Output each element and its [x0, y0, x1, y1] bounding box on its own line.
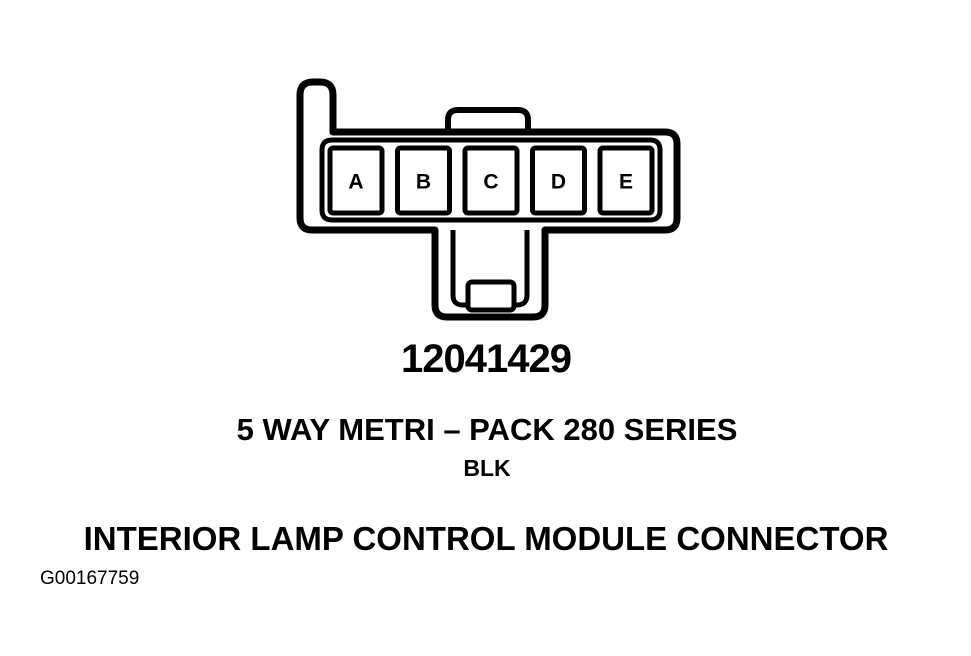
pin-cavity-d: [530, 145, 587, 216]
connector-color: BLK: [463, 455, 511, 481]
pin-cavity-c: [462, 145, 520, 216]
pin-label-e: E: [619, 171, 633, 194]
cavity-outline: [319, 137, 663, 223]
pin-cavity-a: [327, 145, 385, 216]
pin-label-c: C: [483, 171, 498, 194]
top-locking-tab: [445, 107, 531, 132]
figure-id: G00167759: [40, 568, 139, 589]
pin-cavities: A B C D E: [327, 145, 655, 216]
pin-label-a: A: [348, 171, 363, 194]
pin-cavity-e: [597, 145, 655, 216]
connector-housing-outline: [296, 78, 681, 321]
pin-label-d: D: [551, 171, 566, 194]
connector-series: 5 WAY METRI – PACK 280 SERIES: [237, 412, 738, 447]
connector-title: INTERIOR LAMP CONTROL MODULE CONNECTOR: [84, 520, 889, 557]
part-number: 12041429: [401, 337, 571, 381]
pin-cavity-b: [395, 145, 452, 216]
lower-latch-tab: [465, 279, 517, 313]
pin-label-b: B: [416, 171, 431, 194]
